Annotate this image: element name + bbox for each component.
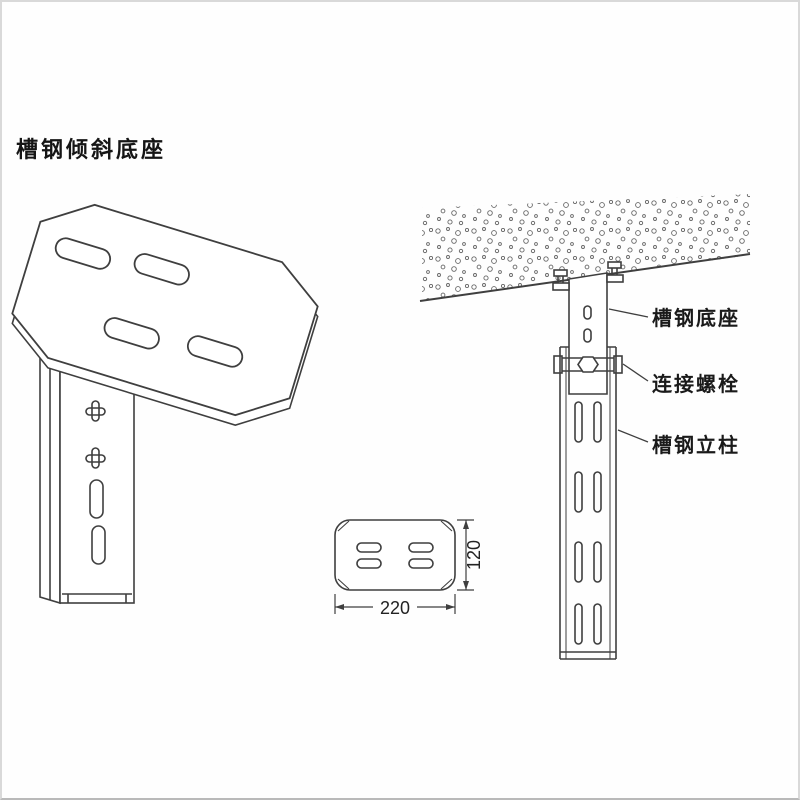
iso-plate-slot-4 [186,335,244,368]
column-slot-r4a [574,603,583,645]
iso-cross-hole-2 [85,447,106,469]
dimension-width: 220 [334,594,456,618]
leader-bolt [622,363,649,382]
channel-column-outline [559,346,617,660]
channel-base-hole-1 [583,305,592,320]
arrow-width-right [446,604,455,610]
arrow-height-top [463,520,469,529]
bolt-end-right [613,355,623,374]
callout-channel-base: 槽钢底座 [652,308,740,330]
callout-connecting-bolt: 连接螺栓 [652,374,740,396]
column-slot-r3a [574,541,583,583]
dimension-height: 120 [457,519,484,591]
channel-base-body [568,272,608,395]
bolt-end-left [553,355,563,374]
channel-column [559,346,617,660]
column-slot-r1a [574,401,583,443]
column-slot-r2b [593,471,602,513]
connecting-bolt [553,355,623,374]
iso-column-slot-2 [91,525,106,565]
plan-slot-4 [408,558,434,569]
iso-plate [11,203,319,417]
plan-chamfer-tl [337,520,350,532]
arrow-width-left [335,604,344,610]
iso-column-front-face [59,353,135,604]
drawing-title: 槽钢倾斜底座 [16,137,167,162]
plan-height-dimension: 120 [464,540,484,570]
leader-base [608,308,649,318]
iso-column-slot-1 [89,479,104,519]
plan-slot-3 [356,558,382,569]
column-slot-r4b [593,603,602,645]
plan-slot-2 [408,542,434,553]
iso-plate-slot-3 [103,317,160,350]
iso-plate-slot-1 [54,237,112,270]
column-slot-r2a [574,471,583,513]
anchor-bolt-right [606,261,624,283]
plan-chamfer-tr [440,520,453,532]
isometric-view [11,203,319,605]
channel-base [568,272,608,395]
arrow-height-bottom [463,581,469,590]
ceiling-concrete [422,194,750,301]
column-slot-r1b [593,401,602,443]
plan-view: 220 120 [334,519,484,618]
iso-plate-slot-2 [133,253,190,286]
plan-chamfer-bl [337,578,350,590]
channel-base-hole-2 [583,328,592,343]
anchor-bolt-left [552,269,570,291]
elevation-view [419,194,751,660]
plan-slot-1 [356,542,382,553]
column-slot-r3b [593,541,602,583]
plan-chamfer-br [440,578,453,590]
plan-plate-outline [334,519,456,591]
iso-cross-hole-1 [85,400,106,422]
bolt-hex-nut [577,356,599,373]
callout-channel-column: 槽钢立柱 [652,435,740,457]
plan-width-dimension: 220 [380,598,410,618]
iso-column [39,350,135,605]
leader-column [617,429,649,443]
